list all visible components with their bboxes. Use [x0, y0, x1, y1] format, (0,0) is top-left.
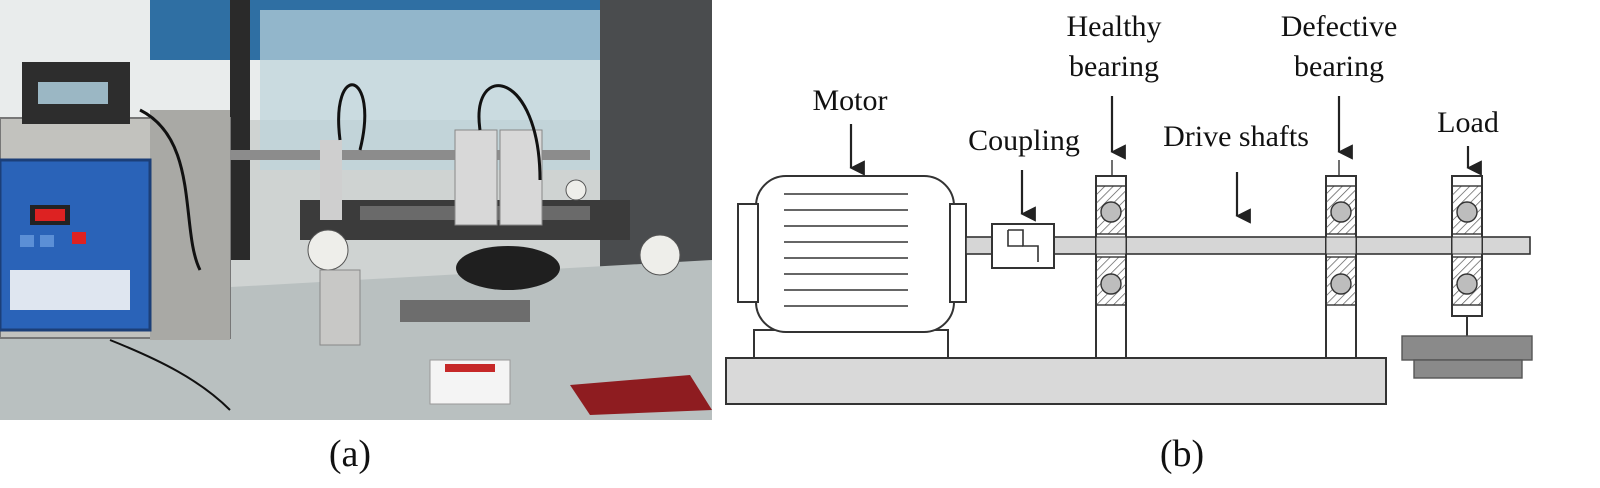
motor-end-cap-right — [949, 203, 967, 303]
coupling-label: Coupling — [968, 124, 1080, 157]
defective-bearing-ball-top — [1330, 201, 1352, 223]
healthy-bearing — [1095, 175, 1127, 359]
motor-foot — [753, 329, 949, 359]
drive-shafts-label: Drive shafts — [1163, 120, 1309, 153]
defective-bearing-label-line1: Defective — [1281, 10, 1398, 43]
rig-schematic-diagram: Motor Coupling Healthy bearing Drive sha… — [725, 10, 1533, 405]
defective-bearing-ball-bottom — [1330, 273, 1352, 295]
motor-body — [755, 175, 955, 333]
load-assembly — [1401, 175, 1533, 379]
motor-end-cap-left — [737, 203, 759, 303]
load-label: Load — [1437, 106, 1499, 139]
healthy-bearing-ball-top — [1100, 201, 1122, 223]
test-rig-photo — [0, 0, 712, 420]
panel-a-caption: (a) — [328, 433, 372, 475]
motor — [737, 175, 967, 359]
healthy-bearing-label-line2: bearing — [1069, 50, 1159, 83]
defective-bearing — [1325, 175, 1357, 359]
panel-b-caption: (b) — [1159, 433, 1205, 475]
load-block-top — [1401, 335, 1533, 361]
motor-cooling-fins — [784, 193, 908, 307]
coupling — [991, 223, 1055, 269]
defective-bearing-label-line2: bearing — [1294, 50, 1384, 83]
rig-schematic: Motor Coupling Healthy bearing Drive sha… — [722, 0, 1582, 420]
motor-label: Motor — [813, 84, 888, 117]
base-plate — [725, 357, 1387, 405]
healthy-bearing-label-line1: Healthy — [1067, 10, 1162, 43]
test-rig-photo-illustration — [0, 0, 712, 420]
healthy-bearing-ball-bottom — [1100, 273, 1122, 295]
label-arrows — [849, 96, 1482, 224]
load-block-bottom — [1413, 359, 1523, 379]
